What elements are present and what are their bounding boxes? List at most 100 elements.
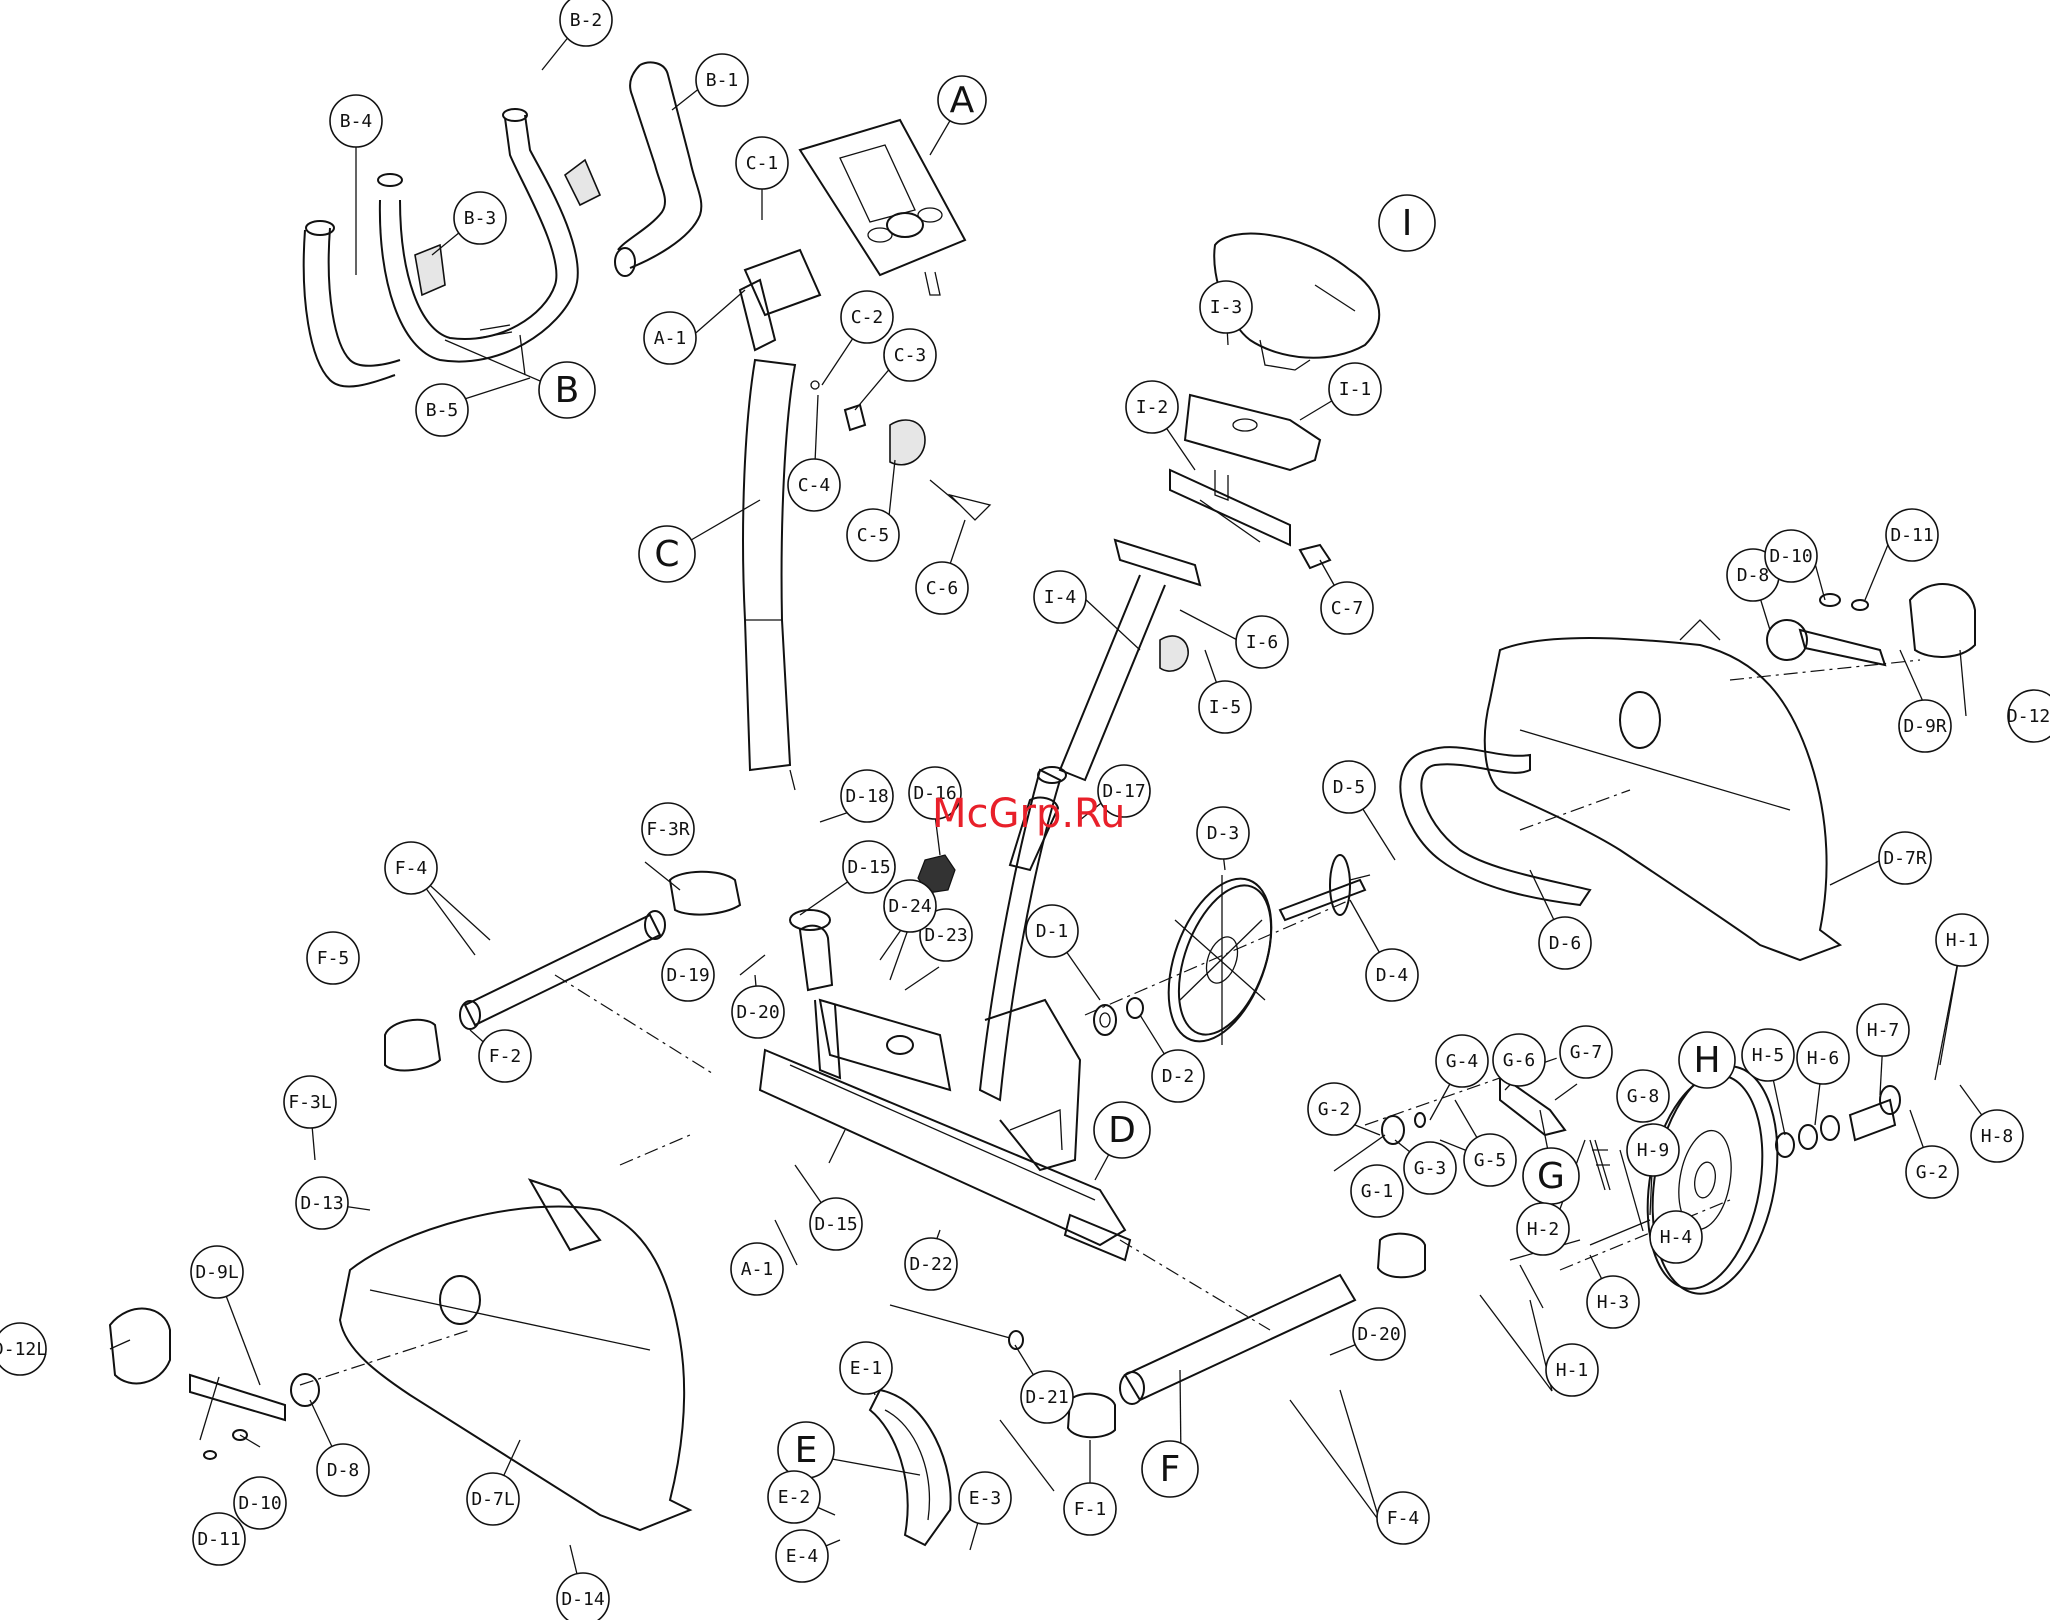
label-bubble: B	[538, 361, 596, 419]
part-label: D-23	[924, 925, 967, 946]
label-bubble-circle	[559, 0, 613, 47]
label-bubble: G-3	[1403, 1141, 1457, 1195]
label-bubble-circle	[904, 1237, 958, 1291]
label-bubble-circle	[1796, 1031, 1850, 1085]
label-bubble-circle	[1626, 1123, 1680, 1177]
part-label: I-6	[1246, 632, 1279, 653]
part-label: D-21	[1025, 1387, 1068, 1408]
label-bubble-circle	[1616, 1069, 1670, 1123]
label-bubble-circle	[643, 311, 697, 365]
part-label: D-8	[327, 1460, 360, 1481]
label-bubble-circle	[846, 508, 900, 562]
label-bubble-circle	[1307, 1082, 1361, 1136]
label-bubble: G-2	[1905, 1145, 1959, 1199]
part-label: D-13	[300, 1193, 343, 1214]
part-label: G-6	[1503, 1050, 1536, 1071]
part-label: B-4	[340, 111, 373, 132]
part-label: C-7	[1331, 598, 1364, 619]
part-label: I-5	[1209, 697, 1242, 718]
label-bubble: C-5	[846, 508, 900, 562]
part-label: D-7L	[471, 1489, 515, 1510]
label-bubble: D-9L	[190, 1245, 244, 1299]
label-bubble-circle	[0, 1322, 47, 1376]
label-bubble: I-3	[1199, 280, 1253, 334]
part-label: G-5	[1474, 1150, 1507, 1171]
label-bubble: E-3	[958, 1471, 1012, 1525]
label-bubble: H-5	[1741, 1028, 1795, 1082]
part-label: H-9	[1637, 1140, 1670, 1161]
label-bubble-circle	[661, 948, 715, 1002]
label-bubble-circle	[1199, 280, 1253, 334]
part-label: F-3R	[646, 819, 690, 840]
label-bubble-circle	[190, 1245, 244, 1299]
label-bubble-circle	[1141, 1440, 1199, 1498]
part-label: A	[950, 80, 975, 121]
part-label: D-9R	[1903, 716, 1947, 737]
label-bubble: D-16	[908, 766, 962, 820]
part-label: D-15	[847, 857, 890, 878]
label-bubble: G-8	[1616, 1069, 1670, 1123]
part-label: G-7	[1570, 1042, 1603, 1063]
seat-post-i4-drawing	[1058, 538, 1202, 782]
label-bubble-circle	[842, 840, 896, 894]
label-bubble-circle	[1093, 1101, 1151, 1159]
label-bubble: H-9	[1626, 1123, 1680, 1177]
label-bubble-circle	[1516, 1202, 1570, 1256]
label-bubble: I-2	[1125, 380, 1179, 434]
part-label: H-3	[1597, 1292, 1630, 1313]
label-bubble-circle	[1235, 615, 1289, 669]
label-bubble: B-4	[329, 94, 383, 148]
label-bubble-circle	[1898, 699, 1952, 753]
label-bubble: H-4	[1649, 1210, 1703, 1264]
label-bubble-circle	[1741, 1028, 1795, 1082]
label-bubble: A-1	[643, 311, 697, 365]
label-bubble: D-21	[1020, 1370, 1074, 1424]
part-label: H-5	[1752, 1045, 1785, 1066]
part-label: D-12R	[2007, 706, 2050, 727]
label-bubble-circle	[295, 1176, 349, 1230]
label-bubble: D-3	[1196, 806, 1250, 860]
part-label: D-12L	[0, 1339, 47, 1360]
label-bubble-circle	[787, 458, 841, 512]
label-bubble-circle	[839, 1341, 893, 1395]
steering-tube-c-drawing	[738, 278, 797, 791]
part-label: D-10	[238, 1493, 281, 1514]
label-bubble-circle	[1586, 1275, 1640, 1329]
part-label: H-6	[1807, 1048, 1840, 1069]
label-bubble: G-4	[1435, 1034, 1489, 1088]
part-label: B	[555, 370, 580, 411]
part-label: I	[1402, 203, 1413, 244]
label-bubble-circle	[775, 1529, 829, 1583]
part-label: D-4	[1376, 965, 1409, 986]
label-bubble: I-1	[1328, 362, 1382, 416]
part-label: D-18	[845, 786, 888, 807]
label-bubble: I-5	[1198, 680, 1252, 734]
label-bubble: D-9R	[1898, 699, 1952, 753]
label-bubble: D-17	[1097, 764, 1151, 818]
axle-d4-drawing	[1278, 854, 1371, 922]
label-bubble-circle	[840, 290, 894, 344]
label-bubble: D-5	[1322, 760, 1376, 814]
label-bubble: D-11	[1885, 508, 1939, 562]
label-bubble-circle	[1020, 1370, 1074, 1424]
label-bubble: E-4	[775, 1529, 829, 1583]
label-bubble-circle	[1970, 1109, 2024, 1163]
part-label: G-2	[1916, 1162, 1949, 1183]
part-label: H-2	[1527, 1219, 1560, 1240]
label-bubble-circle	[1322, 760, 1376, 814]
label-bubble-circle	[840, 769, 894, 823]
label-bubble-circle	[1352, 1307, 1406, 1361]
label-bubble-circle	[915, 561, 969, 615]
label-bubble-circle	[478, 1029, 532, 1083]
label-bubble: H-2	[1516, 1202, 1570, 1256]
part-label: A-1	[741, 1259, 774, 1280]
label-bubble: D-8	[316, 1443, 370, 1497]
handlebar-b1-drawing	[614, 61, 703, 277]
crank-pedal-left-drawing	[108, 1307, 320, 1460]
label-bubble: C-2	[840, 290, 894, 344]
part-label: F	[1160, 1449, 1181, 1490]
label-bubble: I-4	[1033, 570, 1087, 624]
label-bubble-circle	[1063, 1482, 1117, 1536]
part-label: D-1	[1036, 921, 1069, 942]
part-label: D-5	[1333, 777, 1366, 798]
